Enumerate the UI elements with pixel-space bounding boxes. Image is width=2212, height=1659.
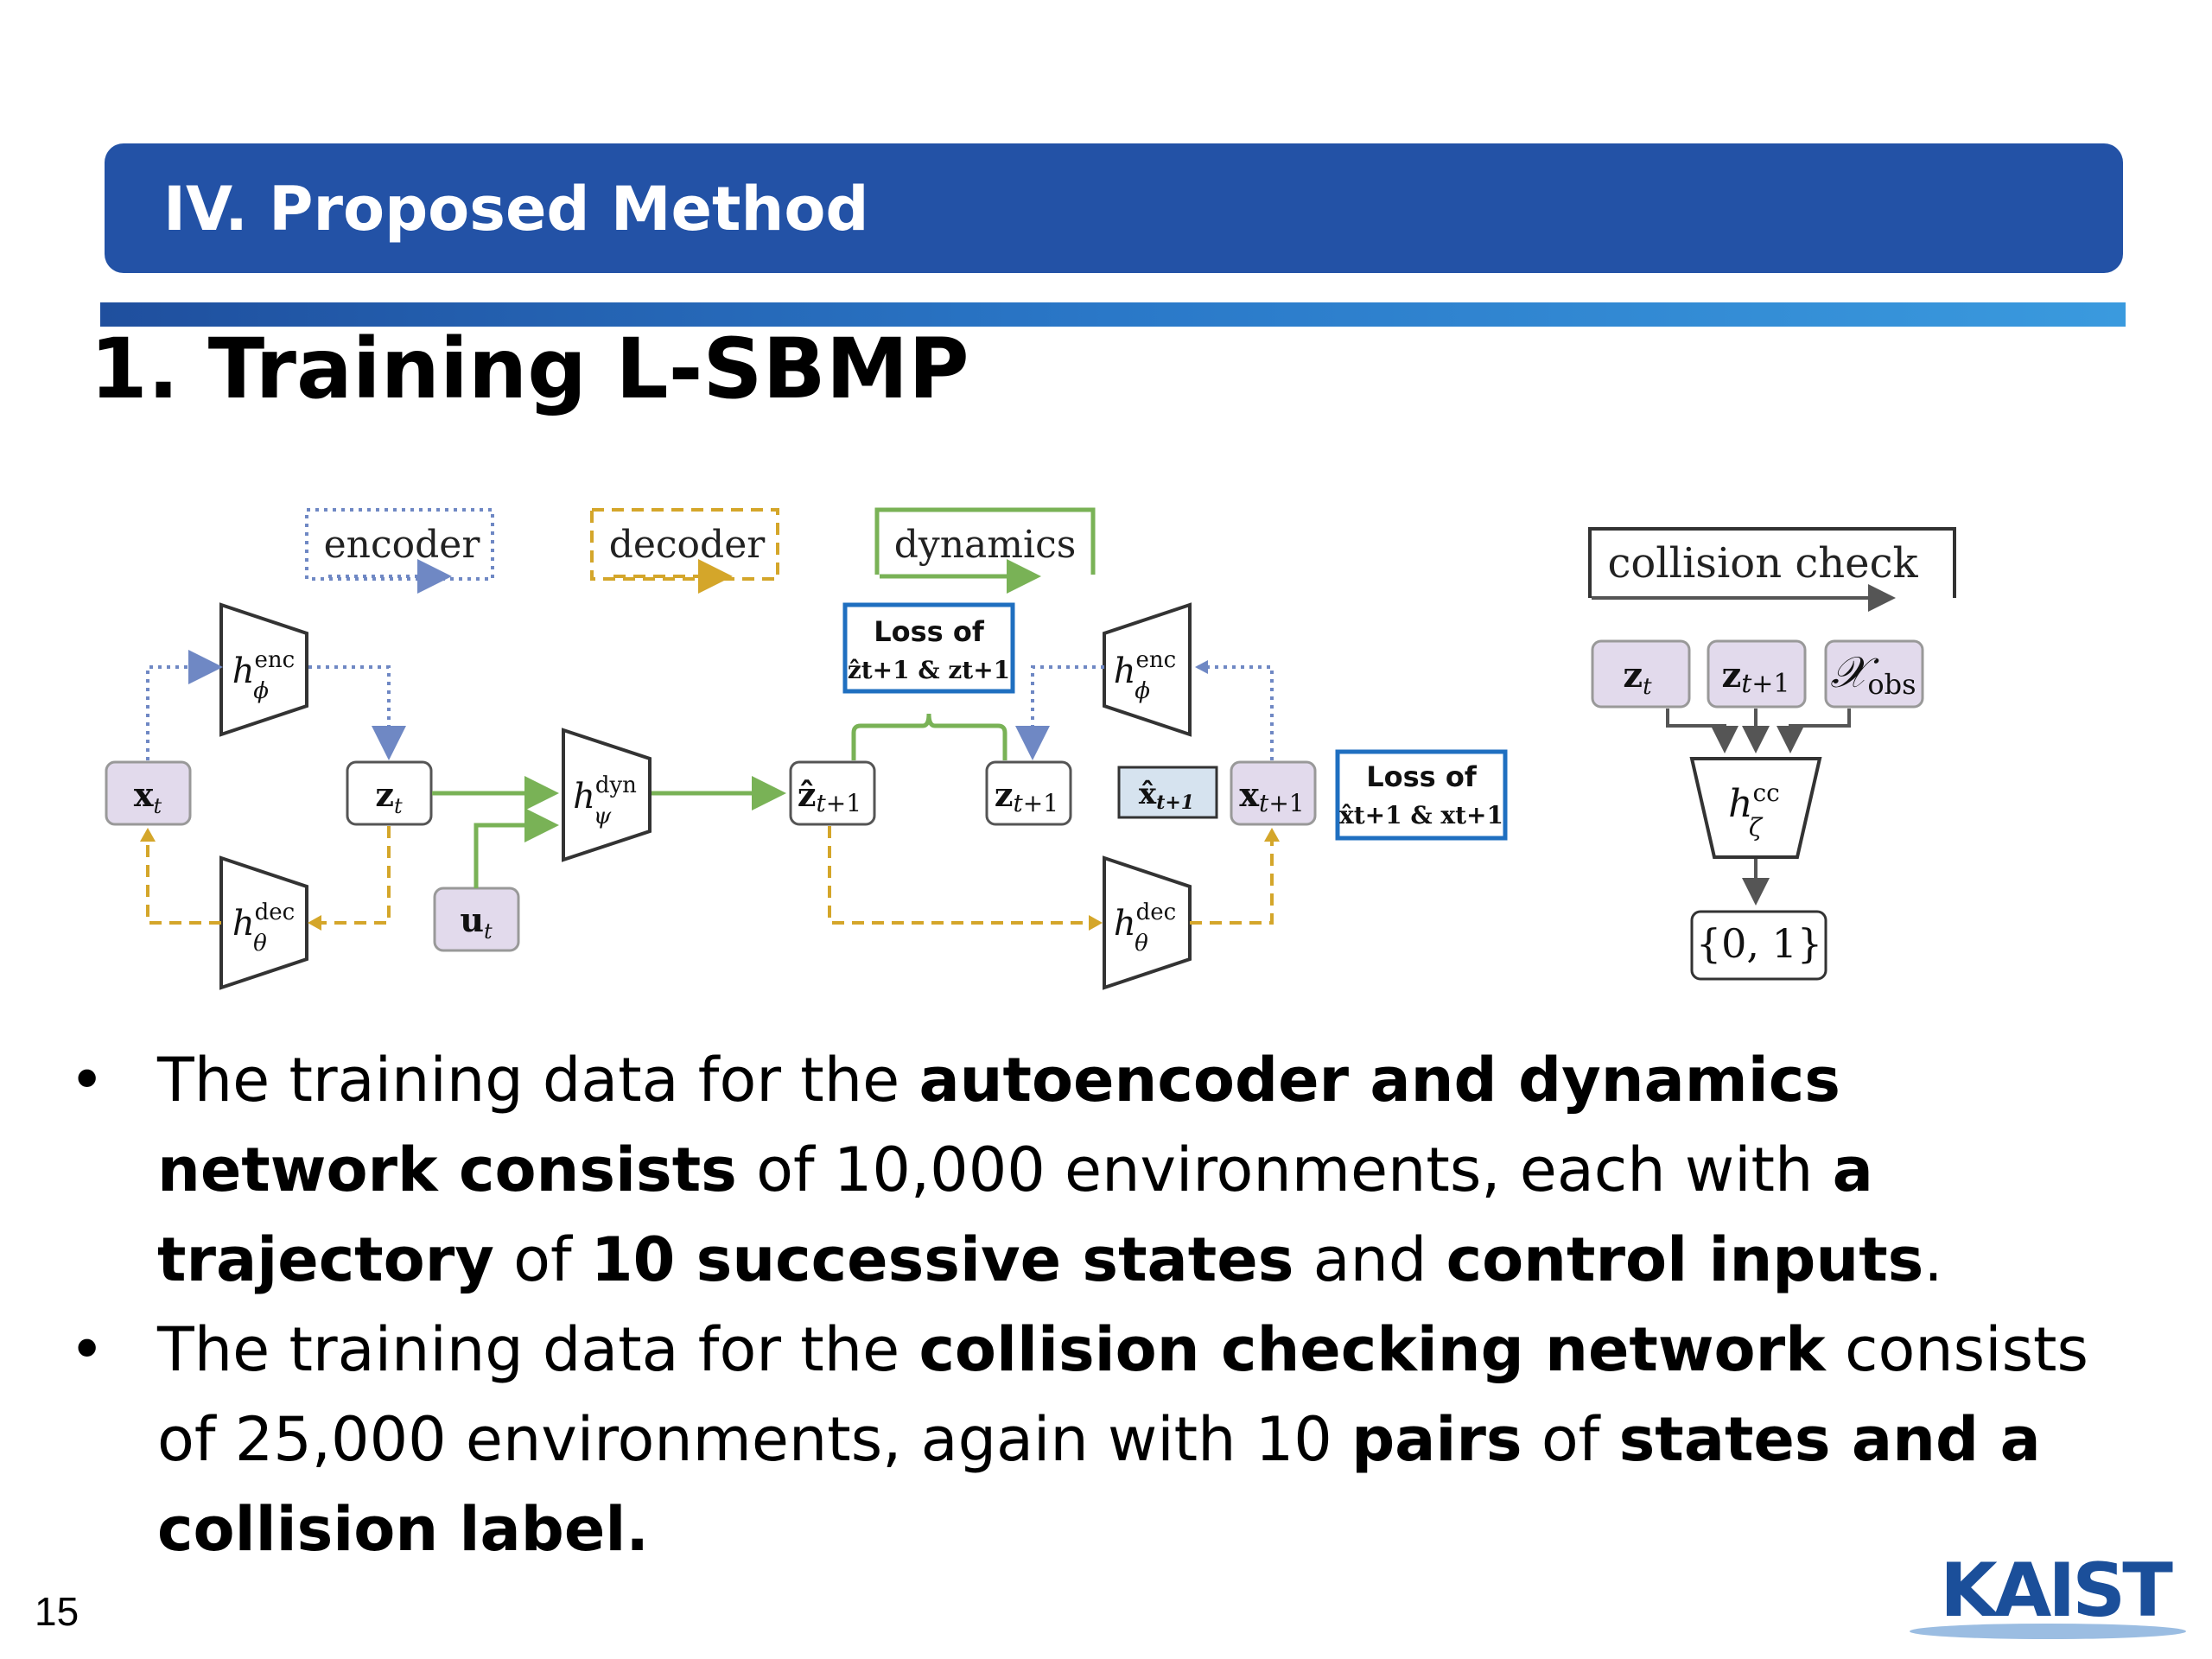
legend-dynamics: dynamics (874, 507, 1096, 594)
bullet-item: • The training data for the collision ch… (69, 1305, 2126, 1574)
dynamics-flows (432, 713, 1007, 888)
collision-inputs: zt zt+1 𝒳obs (1591, 639, 1924, 709)
header-bar: IV. Proposed Method (105, 143, 2123, 273)
bullet-marker: • (69, 1045, 105, 1116)
legend-decoder: decoder (590, 508, 779, 594)
header-rule (100, 302, 2126, 327)
node-xhat-t1: x̂t+1 (1117, 766, 1218, 819)
legend-encoder: encoder (305, 508, 494, 594)
loss-z-detail: ẑt+1 & zt+1 (848, 656, 1010, 684)
section-title: 1. Training L-SBMP (90, 321, 969, 417)
svg-text:zt+1: zt+1 (995, 775, 1058, 817)
legend-encoder-label: encoder (324, 523, 481, 567)
loss-x-title: Loss of (1366, 760, 1478, 793)
bullet-text: The training data for the collision chec… (157, 1314, 2088, 1565)
node-x-t1: xt+1 (1230, 760, 1317, 826)
legend-decoder-label: decoder (609, 523, 766, 567)
loss-z-box: Loss of ẑt+1 & zt+1 (842, 602, 1015, 694)
node-x-t: xt (105, 760, 192, 826)
header-title: IV. Proposed Method (163, 174, 869, 245)
legend-collision-label: collision check (1607, 539, 1918, 588)
svg-text:{0, 1}: {0, 1} (1696, 920, 1822, 967)
loss-x-detail: x̂t+1 & xt+1 (1339, 801, 1503, 830)
collision-output: {0, 1} (1690, 910, 1827, 981)
node-u-t: ut (433, 887, 520, 952)
node-z-t: zt (346, 760, 433, 826)
bullet-list: • The training data for the autoencoder … (69, 1035, 2126, 1574)
collision-merge-lines (1666, 709, 1851, 753)
loss-x-box: Loss of x̂t+1 & xt+1 (1335, 749, 1508, 841)
bullet-text: The training data for the autoencoder an… (157, 1045, 1943, 1295)
bullet-item: • The training data for the autoencoder … (69, 1035, 2126, 1305)
legend-dynamics-label: dynamics (894, 523, 1077, 567)
svg-text:xt+1: xt+1 (1239, 775, 1304, 817)
legend-collision-check: collision check (1588, 527, 1956, 612)
encoder-flows (146, 650, 1274, 760)
page-number: 15 (35, 1589, 79, 1634)
node-zhat-t1: ẑt+1 (789, 760, 876, 826)
decoder-flows (146, 826, 1274, 925)
bullet-marker: • (69, 1314, 105, 1385)
kaist-logo: KAIST (1910, 1548, 2186, 1639)
node-z-t1: zt+1 (985, 760, 1072, 826)
loss-z-title: Loss of (874, 615, 985, 648)
training-diagram: encoder decoder dynamics collision check… (105, 507, 1956, 990)
svg-text:KAIST: KAIST (1940, 1548, 2173, 1634)
